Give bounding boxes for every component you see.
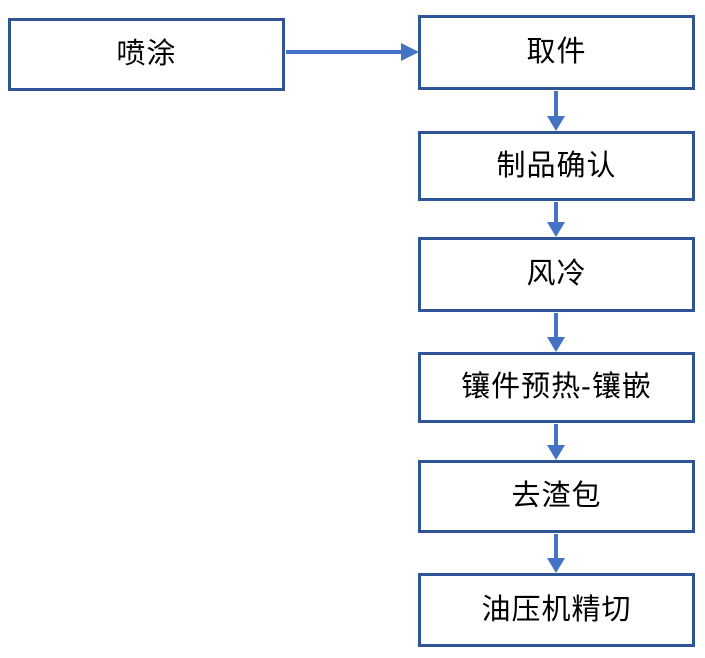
arrow-spray-to-take-part — [286, 43, 419, 61]
arrow-remove-slag-to-hydraulic-trim — [547, 534, 565, 573]
flow-node-air-cooling: 风冷 — [418, 237, 695, 312]
arrow-insert-preheat-to-remove-slag — [547, 424, 565, 460]
flow-node-insert-preheat-label: 镶件预热-镶嵌 — [461, 371, 652, 403]
flow-node-remove-slag: 去渣包 — [418, 460, 695, 533]
flow-node-hydraulic-trim-label: 油压机精切 — [481, 593, 632, 626]
arrow-product-confirm-to-air-cooling — [547, 202, 565, 237]
flow-node-take-part: 取件 — [418, 15, 695, 90]
flow-node-product-confirm-label: 制品确认 — [496, 149, 617, 182]
flow-node-spray: 喷涂 — [8, 18, 285, 91]
flow-node-spray-label: 喷涂 — [116, 38, 177, 70]
flow-node-product-confirm: 制品确认 — [418, 131, 695, 201]
flow-node-insert-preheat: 镶件预热-镶嵌 — [418, 352, 695, 423]
flow-node-take-part-label: 取件 — [526, 36, 587, 68]
flow-node-remove-slag-label: 去渣包 — [511, 480, 602, 512]
arrow-air-cooling-to-insert-preheat — [547, 313, 565, 352]
flow-node-air-cooling-label: 风冷 — [526, 258, 587, 290]
arrow-take-part-to-product-confirm — [547, 91, 565, 131]
flow-node-hydraulic-trim: 油压机精切 — [418, 573, 695, 647]
